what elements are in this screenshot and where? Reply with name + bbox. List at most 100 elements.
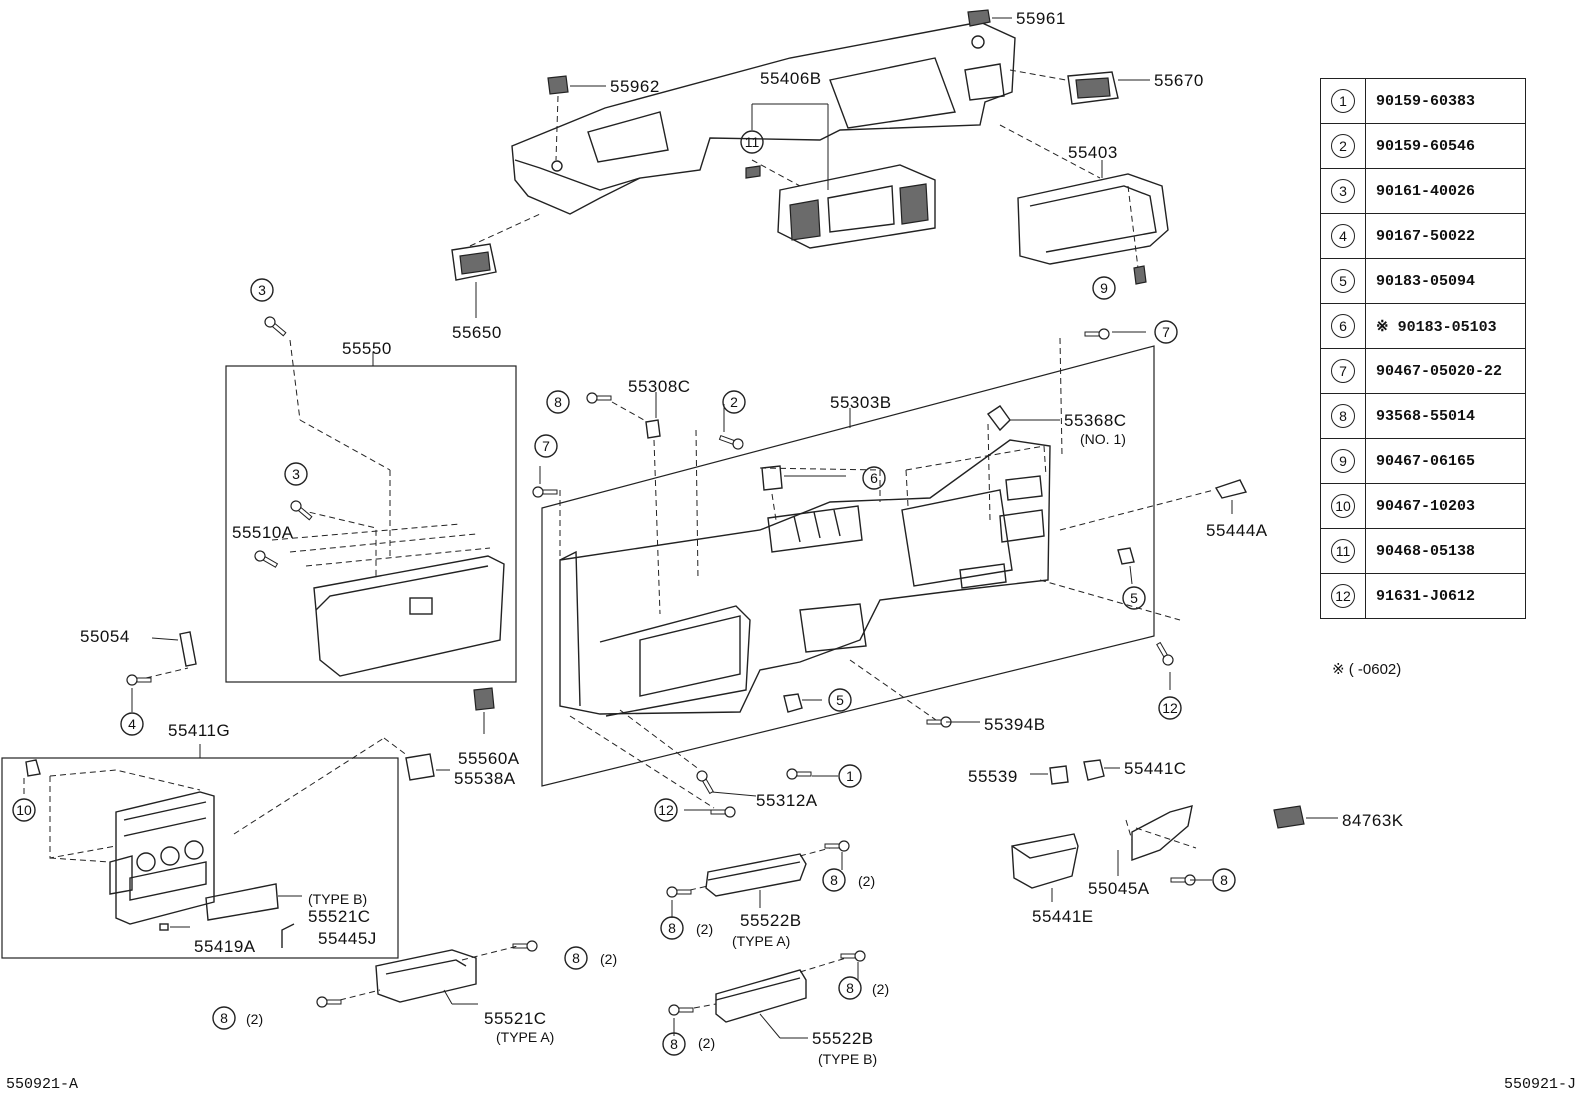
ref-part-number: ※ 90183-05103 (1365, 303, 1526, 349)
bolt-12-right (1153, 640, 1176, 690)
pocket-55522B-type-b (668, 950, 866, 1039)
callout-8-e: 8 (838, 976, 862, 1000)
nut-5-center (783, 693, 822, 713)
pocket-55521C-type-a (316, 940, 538, 1008)
label-55521C-b: 55521C (308, 907, 371, 926)
screw-3-box (288, 498, 315, 523)
svg-text:6: 6 (870, 470, 878, 486)
clip-55962 (547, 75, 606, 161)
panel-type-b (205, 883, 302, 921)
label-55419A: 55419A (194, 937, 256, 956)
ref-index-circle: 5 (1331, 269, 1355, 293)
callout-1: 1 (838, 764, 862, 788)
clip-55441C (1083, 759, 1120, 781)
lower-panel-frame (541, 345, 1155, 787)
label-55444A: 55444A (1206, 521, 1268, 540)
svg-text:8: 8 (220, 1010, 228, 1026)
bolt-12-left (569, 715, 736, 818)
svg-text:3: 3 (292, 466, 300, 482)
ref-row: 6※ 90183-05103 (1320, 303, 1526, 349)
svg-text:2: 2 (730, 394, 738, 410)
label-55510A: 55510A (232, 523, 294, 542)
ref-index-circle: 9 (1331, 449, 1355, 473)
svg-text:12: 12 (658, 802, 674, 818)
ref-index-circle: 1 (1331, 89, 1355, 113)
bracket-55045A (1117, 805, 1212, 886)
label-55403: 55403 (1068, 143, 1118, 162)
bolt-55394B (849, 659, 980, 728)
label-84763K: 84763K (1342, 811, 1404, 830)
qty-label: (2) (600, 951, 617, 967)
ref-part-number: 90183-05094 (1365, 258, 1526, 304)
clip-6 (761, 465, 846, 521)
clip-55444A (1059, 479, 1248, 531)
switch-55538A (233, 737, 450, 835)
callout-7-right: 7 (1154, 320, 1178, 344)
label-55445J: 55445J (318, 929, 377, 948)
ref-part-number: 90159-60546 (1365, 123, 1526, 169)
ref-index-circle: 3 (1331, 179, 1355, 203)
ref-row: 5 90183-05094 (1320, 258, 1526, 304)
svg-text:8: 8 (830, 872, 838, 888)
ref-index: 4 (1320, 213, 1366, 259)
label-55054: 55054 (80, 627, 130, 646)
svg-text:8: 8 (1220, 872, 1228, 888)
clip-55961 (967, 9, 1012, 27)
callout-5-right: 5 (1122, 586, 1146, 610)
ref-index: 11 (1320, 528, 1366, 574)
screw-55510A (252, 548, 280, 571)
clip-55312A (619, 709, 757, 797)
qty-label: (2) (246, 1011, 263, 1027)
svg-text:8: 8 (846, 980, 854, 996)
callout-3-top: 3 (250, 278, 274, 302)
label-55308C: 55308C (628, 377, 691, 396)
label-55045A: 55045A (1088, 879, 1150, 898)
label-55441C: 55441C (1124, 759, 1187, 778)
ref-index-circle: 4 (1331, 224, 1355, 248)
ref-index: 6 (1320, 303, 1366, 349)
ref-part-number: 90161-40026 (1365, 168, 1526, 214)
callout-8-d: 8 (212, 1006, 236, 1030)
label-55303B: 55303B (830, 393, 892, 412)
clip-9 (1133, 265, 1147, 285)
ref-index: 12 (1320, 573, 1366, 619)
label-type-a-1: (TYPE A) (496, 1029, 554, 1045)
qty-label: (2) (858, 873, 875, 889)
callout-7-left: 7 (534, 434, 558, 458)
qty-label: (2) (698, 1035, 715, 1051)
label-55550: 55550 (342, 339, 392, 358)
svg-text:11: 11 (745, 134, 760, 150)
label-55650: 55650 (452, 323, 502, 342)
ref-index: 1 (1320, 78, 1366, 124)
center-cluster-frame (1, 757, 399, 959)
callout-6: 6 (862, 466, 886, 490)
clip-55445J (281, 923, 295, 948)
svg-text:7: 7 (542, 438, 550, 454)
label-55538A: 55538A (454, 769, 516, 788)
label-no1: (NO. 1) (1080, 431, 1126, 447)
callout-4: 4 (120, 712, 144, 736)
svg-text:7: 7 (1162, 324, 1170, 340)
callout-12-left: 12 (654, 798, 678, 822)
label-type-b-1: (TYPE B) (308, 891, 367, 907)
callout-8-c: 8 (564, 946, 588, 970)
ref-part-number: 93568-55014 (1365, 393, 1526, 439)
label-type-a-2: (TYPE A) (732, 933, 790, 949)
ref-row: 3 90161-40026 (1320, 168, 1526, 214)
callout-12-right: 12 (1158, 696, 1182, 720)
callout-10: 10 (12, 798, 36, 822)
ref-index: 2 (1320, 123, 1366, 169)
diagram-code-left: 550921-A (6, 1076, 79, 1093)
callout-8-a: 8 (822, 868, 846, 892)
callout-5-center: 5 (828, 688, 852, 712)
